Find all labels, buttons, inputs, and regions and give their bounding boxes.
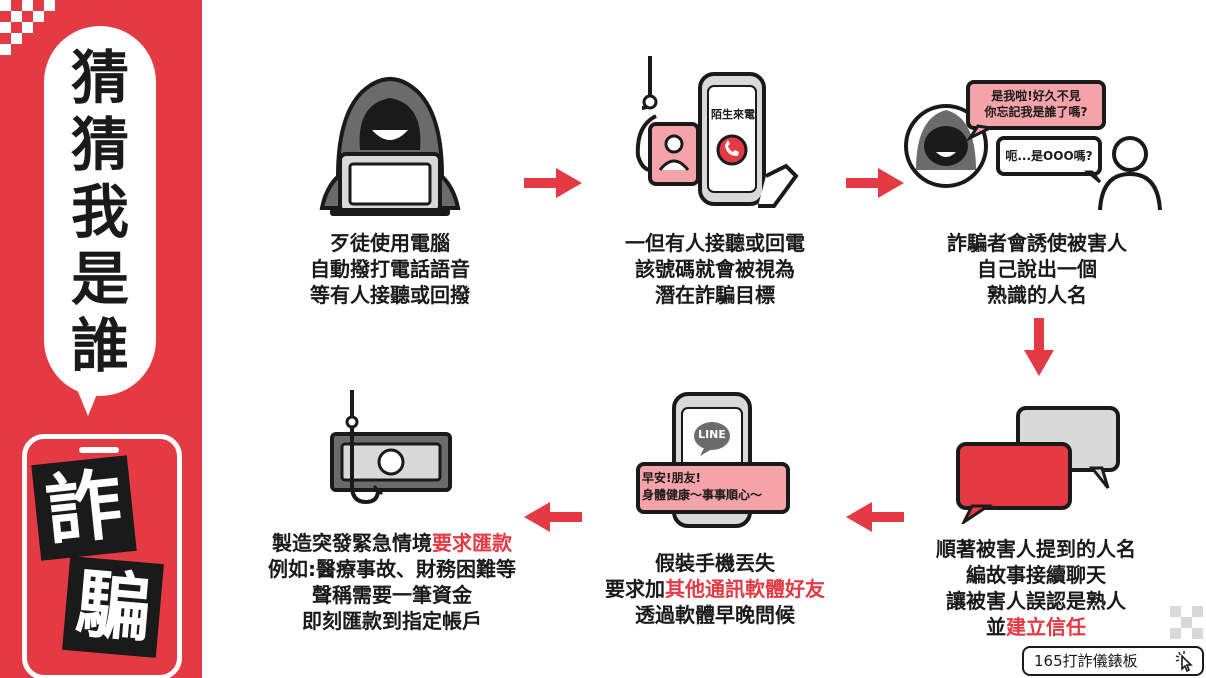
step-3-caption: 詐騙者會誘使被害人 自己說出一個 熟識的人名 (922, 230, 1152, 308)
caption-line: 即刻匯款到指定帳戶 (302, 609, 482, 633)
checker-square (1192, 606, 1203, 617)
caption-line: 編故事接續聊天 (966, 563, 1106, 587)
checker-square (0, 0, 11, 11)
checker-square (11, 11, 22, 22)
step-5-caption: 假裝手機丟失 要求加其他通訊軟體好友 透過軟體早晚問候 (580, 550, 850, 628)
step-2-caption: 一但有人接聽或回電 該號碼就會被視為 潛在詐騙目標 (600, 230, 830, 308)
title-char: 猜 (70, 111, 129, 179)
caption-highlight: 其他通訊軟體好友 (665, 577, 825, 601)
arrow-down-icon (1024, 318, 1054, 376)
source-link-badge[interactable]: 165打詐儀錶板 (1022, 646, 1204, 676)
checker-square (1192, 628, 1203, 639)
checker-square (1170, 606, 1181, 617)
caption-line: 聲稱需要一筆資金 (312, 583, 472, 607)
chat-bubbles-icon (956, 406, 1120, 524)
checker-square (33, 11, 44, 22)
caption-line: 讓被害人誤認是熟人 (946, 589, 1126, 613)
caption-line: 潛在詐騙目標 (655, 283, 775, 307)
line-message-text: 早安!朋友! 身體健康～事事順心～ (642, 471, 763, 502)
caption-line: 自己說出一個 (977, 257, 1097, 281)
money-hook-icon (330, 390, 452, 505)
caption-line: 等有人接聽或回撥 (310, 283, 470, 307)
title-char: 我 (70, 178, 129, 246)
caption-highlight: 要求匯款 (432, 531, 512, 555)
title-bubble-tail (74, 382, 102, 416)
arrow-right-icon (524, 168, 582, 198)
title-char: 誰 (70, 312, 129, 380)
caption-line: 熟識的人名 (987, 283, 1087, 307)
caption-text: 並 (986, 615, 1006, 639)
arrow-right-icon (846, 168, 904, 198)
step-4-caption: 順著被害人提到的人名 編故事接續聊天 讓被害人誤認是熟人 並建立信任 (916, 536, 1156, 640)
scam-char-tile: 騙 (62, 556, 164, 658)
incoming-call-phone-icon (635, 56, 799, 208)
checker-square (22, 0, 33, 11)
scam-char-tile: 詐 (31, 455, 137, 561)
caption-text: 要求加 (605, 577, 665, 601)
line-app-label: LINE (698, 428, 726, 441)
caption-line: 歹徒使用電腦 (330, 231, 450, 255)
checker-square (22, 22, 33, 33)
checker-square (1170, 628, 1181, 639)
caption-line: 詐騙者會誘使被害人 (947, 231, 1127, 255)
title-char: 猜 (70, 44, 129, 112)
caption-line: 透過軟體早晚問候 (635, 603, 795, 627)
hacker-laptop-icon (319, 77, 461, 216)
caption-highlight: 建立信任 (1006, 615, 1086, 639)
caption-line: 例如:醫療事故、財務困難等 (268, 557, 516, 581)
caption-line: 要求加其他通訊軟體好友 (580, 576, 850, 602)
source-label: 165打詐儀錶板 (1034, 652, 1138, 670)
caption-line: 並建立信任 (916, 614, 1156, 640)
checker-square (1181, 617, 1192, 628)
checker-square (11, 33, 22, 44)
checker-square (0, 22, 11, 33)
title-banner: 猜 猜 我 是 誰 詐 騙 (0, 0, 202, 678)
caption-text: 製造突發緊急情境 (272, 531, 432, 555)
caption-line: 該號碼就會被視為 (635, 257, 795, 281)
victim-speech-bubble: 呃...是OOO嗎? (1005, 149, 1093, 163)
step-1-caption: 歹徒使用電腦 自動撥打電話語音 等有人接聽或回撥 (290, 230, 490, 308)
caption-line: 順著被害人提到的人名 (936, 537, 1136, 561)
title-bubble: 猜 猜 我 是 誰 (44, 26, 156, 396)
checker-square (0, 44, 11, 55)
caption-line: 一但有人接聽或回電 (625, 231, 805, 255)
step-6-caption: 製造突發緊急情境要求匯款 例如:醫療事故、財務困難等 聲稱需要一筆資金 即刻匯款… (242, 530, 542, 634)
caption-line: 自動撥打電話語音 (310, 257, 470, 281)
title-char: 是 (70, 245, 129, 313)
checker-square (44, 0, 55, 11)
phone-speaker (79, 447, 119, 453)
arrow-left-icon (524, 502, 582, 532)
caption-line: 假裝手機丟失 (655, 551, 775, 575)
arrow-left-icon (846, 502, 904, 532)
caption-line: 製造突發緊急情境要求匯款 (242, 530, 542, 556)
line-message-phone-icon (636, 392, 790, 528)
cursor-click-icon (1175, 651, 1193, 672)
scammer-speech-bubble: 是我啦!好久不見 你忘記我是誰了嗎? (984, 89, 1088, 119)
scammer-victim-conversation-icon (904, 80, 1162, 211)
incoming-call-label: 陌生來電 (711, 108, 755, 121)
